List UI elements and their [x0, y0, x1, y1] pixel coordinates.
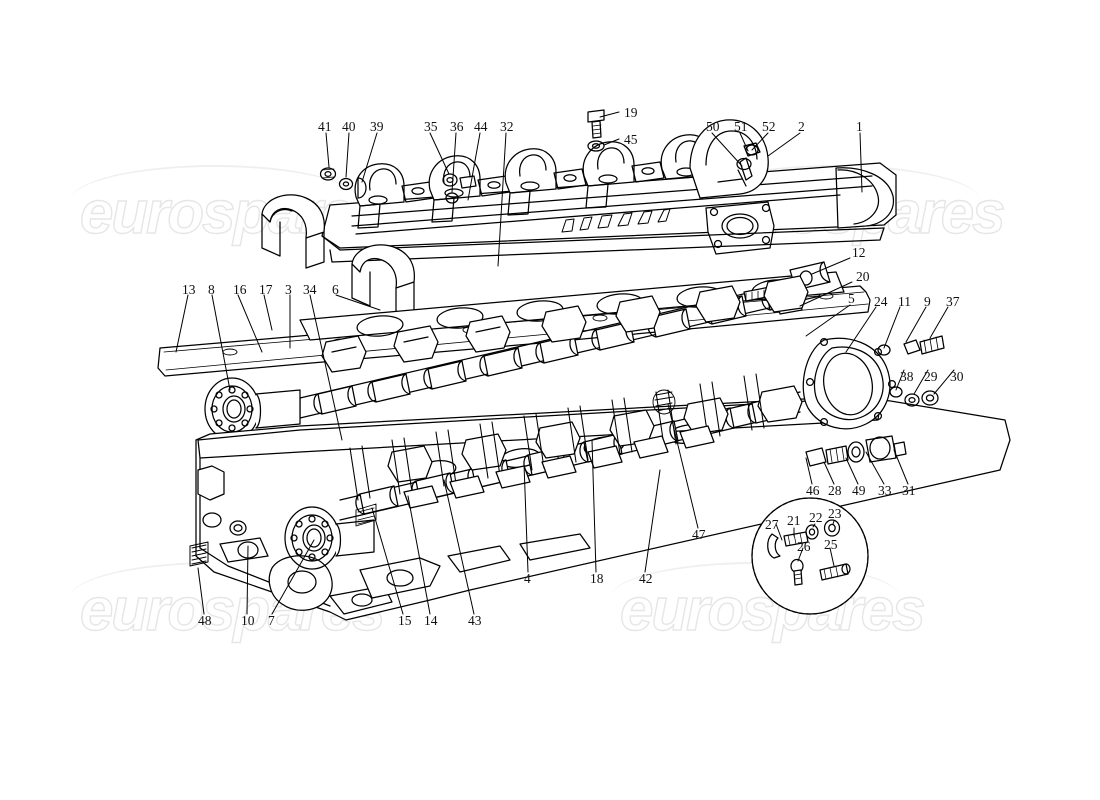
callout-47: 47: [692, 527, 706, 542]
callout-35: 35: [424, 119, 438, 134]
cam-sprocket-lower: [284, 506, 375, 570]
callout-48: 48: [198, 613, 212, 628]
callout-27: 27: [765, 517, 779, 532]
callout-6: 6: [332, 282, 339, 297]
callout-14: 14: [424, 613, 438, 628]
callout-45: 45: [624, 132, 638, 147]
callout-39: 39: [370, 119, 384, 134]
callout-5: 5: [848, 291, 855, 306]
callout-41: 41: [318, 119, 332, 134]
callout-11: 11: [898, 294, 911, 309]
callout-15: 15: [398, 613, 412, 628]
callout-49: 49: [852, 483, 866, 498]
callout-21: 21: [787, 513, 801, 528]
callout-4: 4: [524, 571, 531, 586]
lower-camshaft-assembly: [189, 373, 803, 599]
callout-9: 9: [924, 294, 931, 309]
callout-46: 46: [806, 483, 820, 498]
callout-42: 42: [639, 571, 653, 586]
callout-12: 12: [852, 245, 866, 260]
callout-19: 19: [624, 105, 638, 120]
callout-16: 16: [233, 282, 247, 297]
callout-23: 23: [828, 506, 842, 521]
callout-7: 7: [268, 613, 275, 628]
callout-33: 33: [878, 483, 892, 498]
callout-25: 25: [824, 537, 838, 552]
callout-29: 29: [924, 369, 938, 384]
callout-31: 31: [902, 483, 916, 498]
callout-38: 38: [900, 369, 914, 384]
callout-26: 26: [797, 539, 811, 554]
callout-52: 52: [762, 119, 776, 134]
callout-10: 10: [241, 613, 255, 628]
callout-2: 2: [798, 119, 805, 134]
callout-3: 3: [285, 282, 292, 297]
callout-32: 32: [500, 119, 514, 134]
callout-13: 13: [182, 282, 196, 297]
cover-arch-pieces: [261, 194, 415, 319]
callout-18: 18: [590, 571, 604, 586]
detail-inset-circle: [751, 497, 869, 615]
cam-cover-assembly: [319, 109, 897, 263]
callout-36: 36: [450, 119, 464, 134]
callout-37: 37: [946, 294, 960, 309]
callout-28: 28: [828, 483, 842, 498]
leader-lines: [175, 111, 955, 615]
callout-20: 20: [856, 269, 870, 284]
upper-camshaft-assembly: [157, 261, 871, 441]
cam-sprocket-upper: [204, 377, 301, 441]
callout-40: 40: [342, 119, 356, 134]
callout-8: 8: [208, 282, 215, 297]
callout-50: 50: [706, 119, 720, 134]
callout-44: 44: [474, 119, 488, 134]
callout-1: 1: [856, 119, 863, 134]
callout-22: 22: [809, 510, 823, 525]
callout-30: 30: [950, 369, 964, 384]
callout-24: 24: [874, 294, 888, 309]
callout-43: 43: [468, 613, 482, 628]
callout-34: 34: [303, 282, 317, 297]
callout-51: 51: [734, 119, 748, 134]
watermark-swoosh: [70, 165, 360, 201]
callout-17: 17: [259, 282, 273, 297]
